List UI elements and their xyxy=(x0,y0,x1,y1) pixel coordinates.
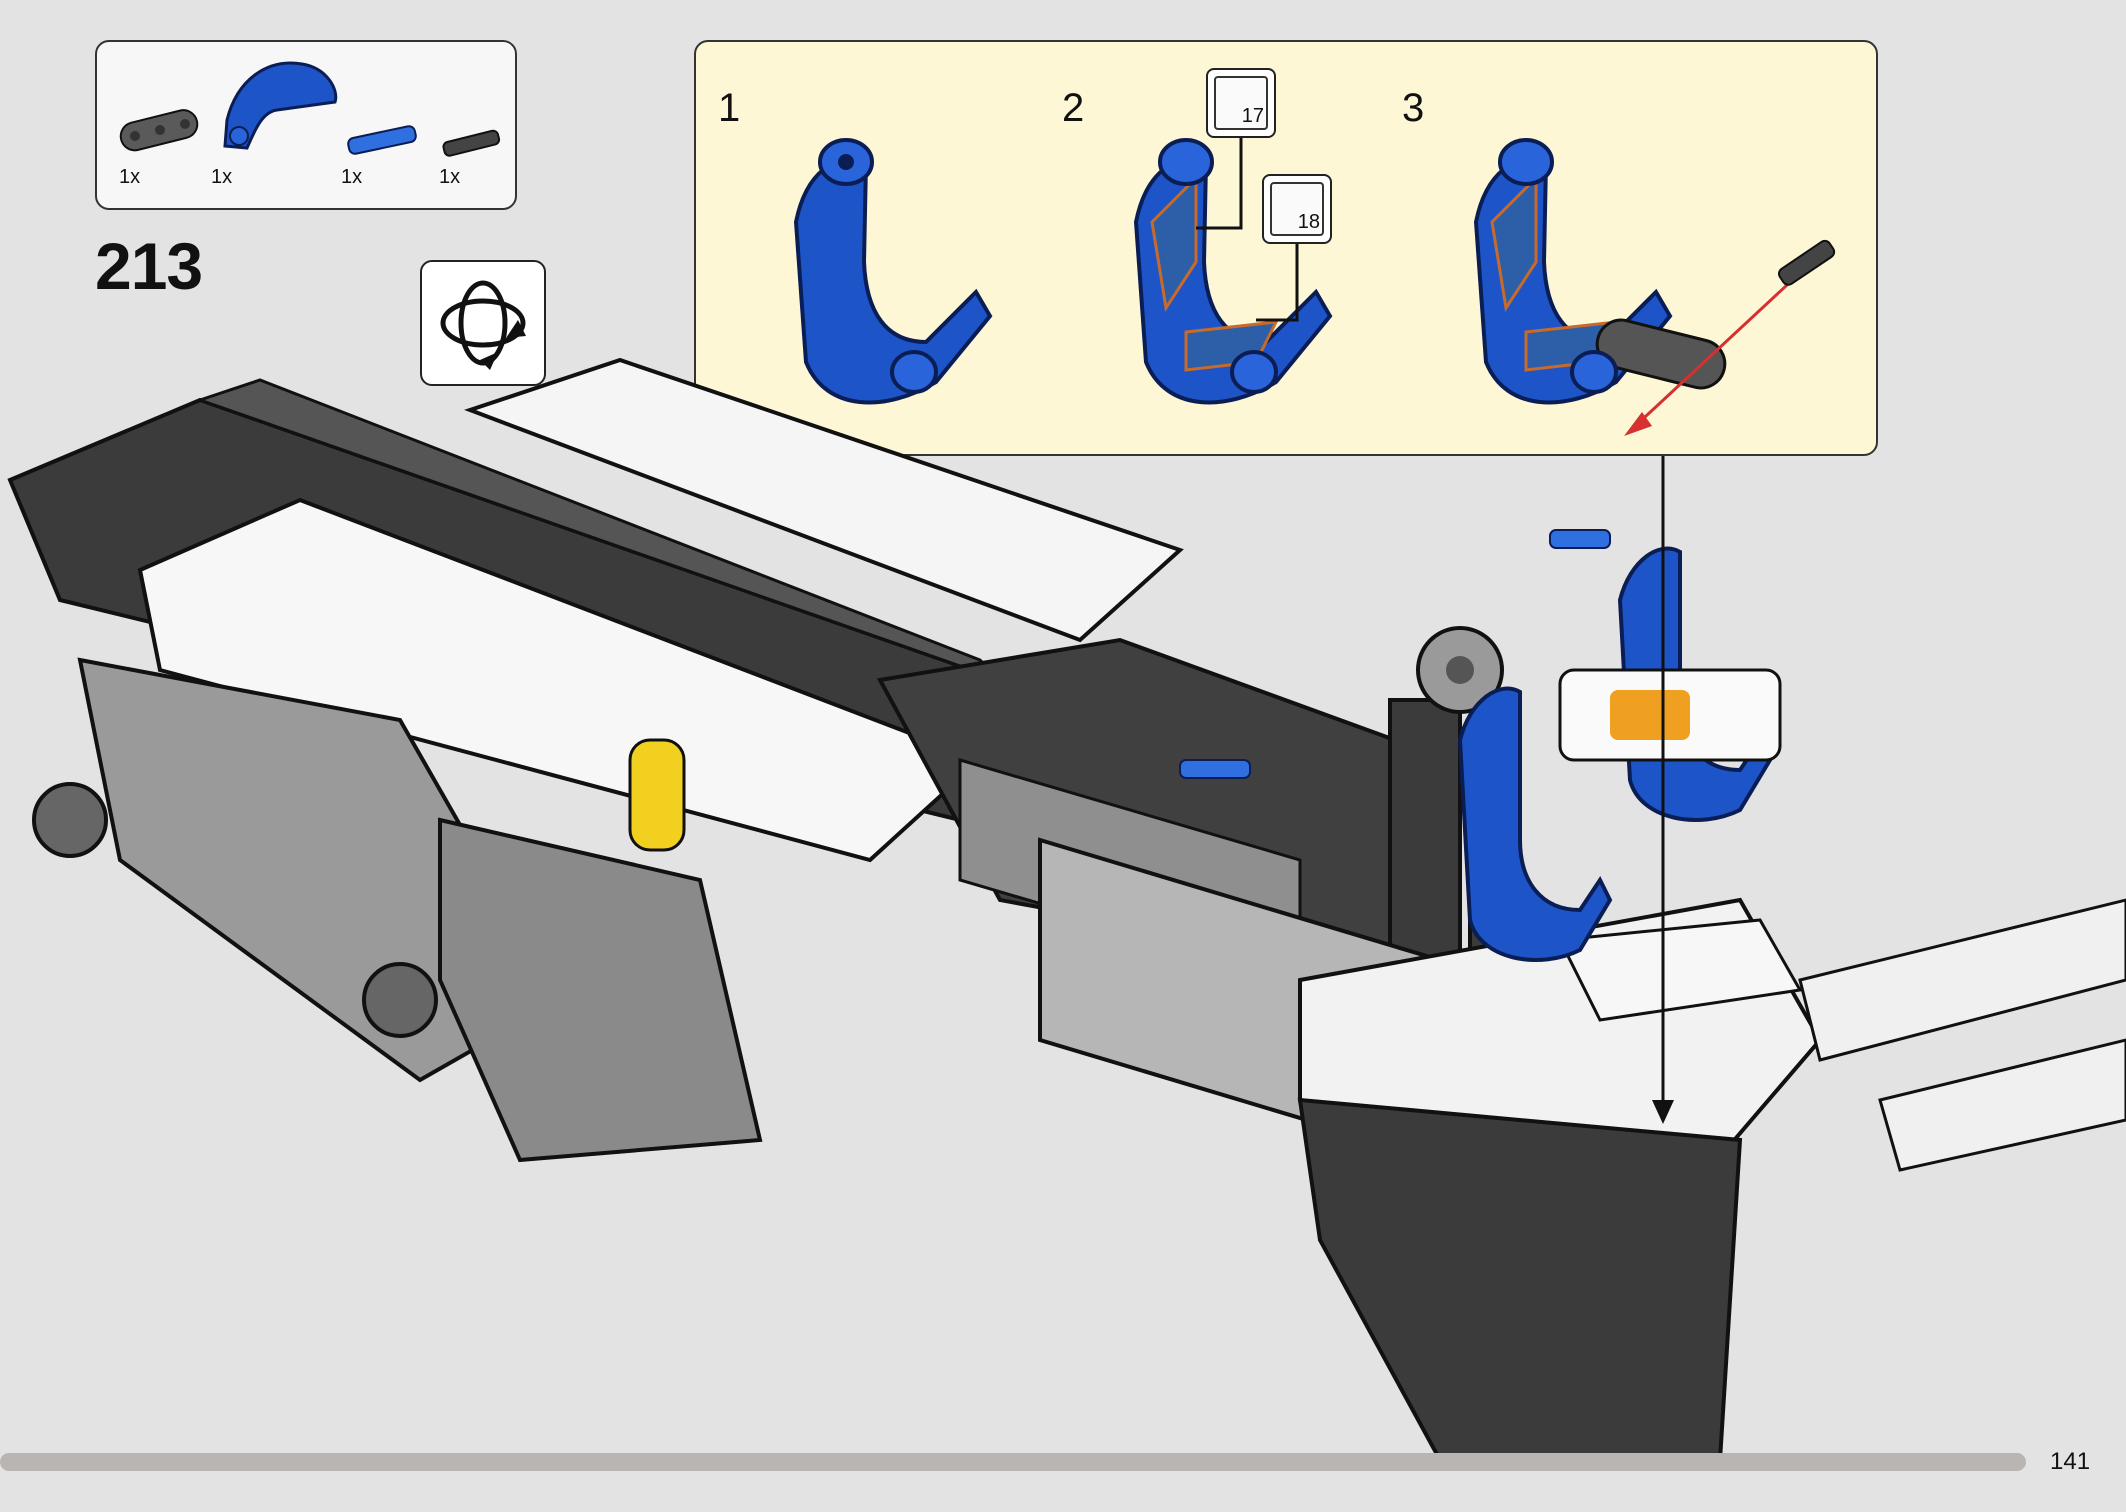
substep-callout-panel: 1 2 3 17 18 xyxy=(694,40,1878,456)
substep-number: 1 xyxy=(718,86,741,130)
dark-gray-pin-icon xyxy=(442,129,501,157)
part-qty: 1x xyxy=(439,166,461,188)
sticker-badge: 17 xyxy=(1206,68,1276,138)
part-qty: 1x xyxy=(211,166,233,188)
step-number: 213 xyxy=(95,229,203,303)
progress-bar xyxy=(0,1453,2026,1471)
sticker-badge: 18 xyxy=(1262,174,1332,244)
blue-seat-panel-icon xyxy=(223,61,338,150)
sticker-label: 18 xyxy=(1297,211,1320,233)
blue-seat-with-beam-illustration xyxy=(1473,138,1836,436)
dark-gray-beam-3-icon xyxy=(119,109,199,152)
blue-axle-pin-icon xyxy=(347,125,417,155)
rotate-model-icon xyxy=(420,260,546,386)
part-qty: 1x xyxy=(341,166,363,188)
blue-seat-illustration xyxy=(793,138,993,405)
substep-number: 3 xyxy=(1402,86,1425,130)
sticker-label: 17 xyxy=(1241,105,1264,127)
substep-number: 2 xyxy=(1062,86,1085,130)
part-qty: 1x xyxy=(119,166,141,188)
sticker-leader-lines xyxy=(1196,138,1299,322)
model-assembly-illustration xyxy=(7,357,2126,1460)
parts-list-box: 1x 1x 1x 1x xyxy=(95,40,517,210)
page-number: 141 xyxy=(2050,1448,2091,1475)
blue-seat-with-stickers-illustration xyxy=(1133,138,1333,405)
